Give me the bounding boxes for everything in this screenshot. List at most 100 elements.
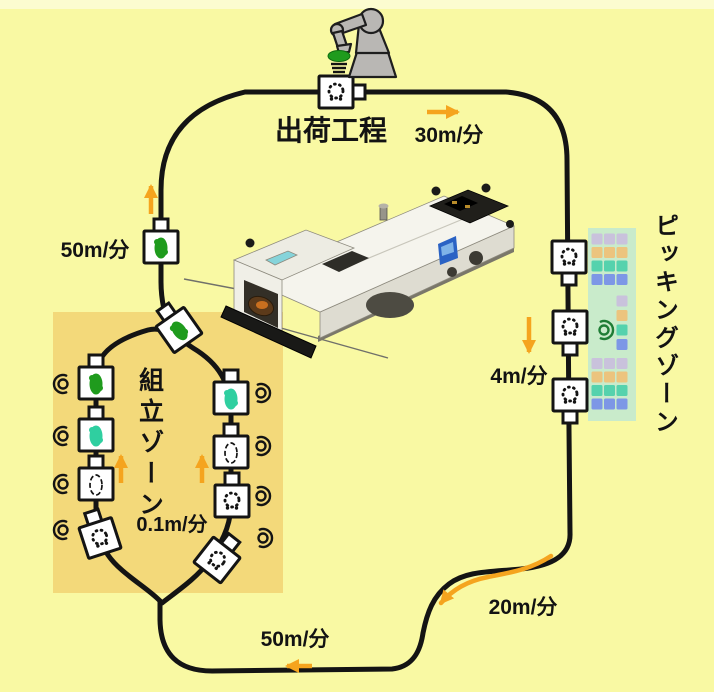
shelf-cell	[591, 260, 603, 272]
agv-coil-core	[256, 301, 268, 309]
load-dot	[234, 506, 239, 510]
shelf-cell	[591, 247, 603, 258]
station-picking-2	[551, 309, 589, 357]
spiral-outer	[256, 485, 272, 507]
agv-caster-2	[447, 267, 457, 277]
load-dot	[338, 97, 343, 101]
agv-knob-2	[431, 186, 441, 196]
shelf-cell	[616, 233, 628, 245]
station-assembly-left-3	[77, 454, 115, 502]
shelf-cell	[616, 398, 628, 410]
agv-rear-mark-2	[465, 205, 470, 208]
load-empty-dots	[560, 247, 578, 265]
load-dot	[563, 400, 568, 404]
shelf-cell	[616, 339, 628, 350]
pallet-stack-lines	[331, 62, 347, 74]
load-empty-dots	[91, 528, 109, 546]
load-bump	[232, 400, 238, 406]
station-merge	[154, 300, 204, 354]
load-dot	[562, 262, 567, 266]
station-body	[317, 74, 355, 110]
agv-knob-4	[506, 220, 514, 228]
spiral-inner	[255, 387, 267, 399]
shelf-cell	[616, 385, 628, 396]
shelf-cell	[591, 358, 603, 369]
shelf-cell	[591, 385, 603, 396]
shelf-cell	[591, 398, 603, 410]
load-dot	[563, 332, 568, 336]
worker-spiral-icon	[52, 473, 69, 495]
load-dot	[104, 541, 109, 545]
spiral-outer	[52, 373, 68, 395]
shelf-cell	[604, 274, 615, 285]
worker-spiral-icon	[255, 435, 272, 457]
agv-stations	[77, 74, 589, 585]
spiral-inner	[598, 324, 610, 336]
load-bump	[162, 249, 168, 255]
worker-spiral-icon	[257, 527, 274, 549]
agv-knob-1	[245, 238, 255, 248]
shelf-cell	[616, 310, 628, 321]
shelf-cell	[616, 295, 628, 307]
agv-rear-mark-1	[452, 201, 457, 204]
spiral-outer	[599, 319, 615, 341]
agv-mid-box	[322, 251, 369, 272]
agv-caster-1	[469, 251, 483, 265]
station-shipping	[317, 74, 367, 110]
shelf-cell	[616, 260, 628, 272]
spiral-inner	[57, 524, 69, 536]
background-top-edge	[0, 0, 714, 9]
station-assembly-left-2	[77, 405, 115, 453]
shelf-cell	[604, 398, 615, 410]
flow-arrow-curved	[438, 553, 554, 606]
station-picking-1	[550, 239, 588, 287]
shelf-cell	[604, 247, 615, 258]
agv-rear-detail	[444, 196, 478, 211]
load-green	[171, 321, 188, 341]
shelf-cell	[616, 371, 628, 383]
spiral-inner	[255, 490, 267, 502]
spiral-inner	[57, 478, 69, 490]
spiral-outer	[258, 527, 274, 549]
worker-spiral-icon	[255, 382, 272, 404]
load-bump	[224, 390, 230, 396]
load-bump	[89, 375, 95, 381]
station-body	[551, 309, 589, 345]
worker-spiral-icon	[255, 485, 272, 507]
load-dot	[571, 262, 576, 266]
station-left-main	[142, 217, 180, 265]
shelf-cell	[616, 324, 628, 336]
spiral-outer	[256, 382, 272, 404]
load-dot	[572, 400, 577, 404]
spiral-inner	[257, 532, 269, 544]
load-outline	[89, 474, 103, 496]
spiral-outer	[52, 473, 68, 495]
shelf-cell	[604, 385, 615, 396]
worker-spirals	[52, 319, 615, 549]
load-dot	[96, 544, 100, 548]
station-body	[551, 377, 589, 413]
agv-screen	[265, 250, 298, 266]
spiral-outer	[52, 425, 68, 447]
robot-arm-icon	[327, 7, 398, 79]
agv-mast-cap	[378, 203, 389, 209]
shelf-cell	[604, 233, 615, 245]
load-empty-dots	[209, 550, 227, 568]
load-bump	[89, 427, 95, 433]
agv-vehicle-photo	[220, 183, 516, 359]
robot-held-load	[327, 50, 351, 62]
picking-shelf-grid	[591, 233, 628, 410]
shelf-cell	[604, 358, 615, 369]
station-body	[192, 535, 242, 585]
load-empty-dots	[223, 491, 241, 509]
load-empty-dots	[327, 82, 345, 100]
agv-wheel-area	[366, 292, 414, 318]
load-bump	[169, 325, 176, 332]
load-dot	[214, 566, 218, 570]
spiral-outer	[256, 435, 272, 457]
station-assembly-right-2	[212, 422, 250, 470]
station-body	[77, 516, 123, 560]
station-assembly-left-4	[77, 507, 123, 560]
